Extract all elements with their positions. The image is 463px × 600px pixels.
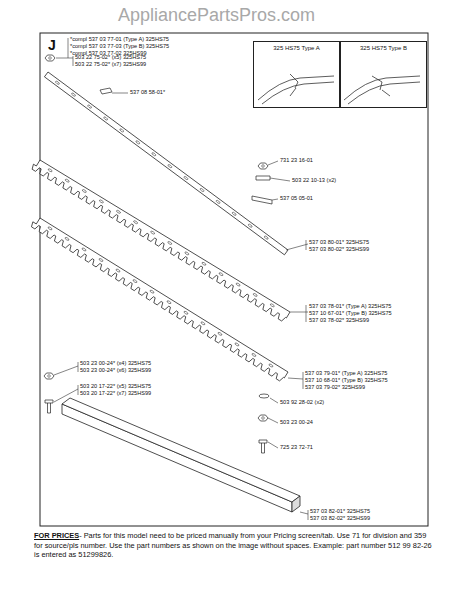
hole	[116, 269, 121, 273]
hole	[150, 231, 155, 235]
hole	[65, 237, 70, 241]
part-number: 537 08 58-01*	[130, 90, 165, 96]
hole	[71, 93, 76, 97]
hole	[133, 279, 138, 283]
nut	[45, 55, 55, 61]
spacer	[100, 88, 112, 94]
hole	[200, 188, 205, 192]
part-number: 503 92 28-02 (x2)	[280, 400, 324, 406]
nut-hole	[262, 417, 265, 420]
hole	[119, 128, 124, 132]
hole	[48, 226, 53, 230]
nut-hole	[48, 375, 51, 378]
hole	[270, 303, 275, 307]
part-number: 537 03 78-01* (Type A) 325HS75	[309, 304, 391, 310]
part-number: 503 23 00-24* (x6) 325HS99	[80, 368, 151, 374]
nut	[258, 163, 268, 169]
nut-hole	[49, 57, 52, 60]
hole	[167, 241, 172, 245]
hole	[184, 251, 189, 255]
part-number: 725 23 72-71	[280, 445, 313, 451]
part-number: 537 03 80-01* 325HS75	[309, 240, 369, 246]
hole	[184, 311, 189, 315]
screw	[259, 440, 267, 453]
hole	[167, 300, 172, 304]
hole	[248, 224, 253, 228]
part-number: 537 05 05-01	[280, 196, 313, 202]
part-number: 537 10 68-01* (Type B) 325HS75	[305, 378, 388, 384]
section-letter: J	[48, 38, 56, 52]
part-number: 503 23 00-24	[280, 420, 313, 426]
plate	[252, 196, 272, 204]
part-number: 537 03 78-02* 325HS99	[309, 318, 369, 324]
hole	[253, 293, 258, 297]
hole	[219, 272, 224, 276]
part-number: 537 03 82-02* 325HS99	[310, 516, 370, 522]
leader-lines	[54, 38, 308, 520]
hole	[151, 152, 156, 156]
hole	[201, 321, 206, 325]
part-number: 731 23 16-01	[280, 158, 313, 164]
hole	[236, 283, 241, 287]
nut	[258, 415, 268, 421]
guard-bar-end	[292, 496, 300, 512]
hole	[202, 262, 207, 266]
hole	[65, 179, 70, 183]
inset-panel: 325 HS75 Type B	[340, 41, 427, 108]
nut	[44, 373, 54, 379]
blade	[44, 72, 288, 255]
guard-bar	[62, 404, 292, 512]
blade	[31, 218, 288, 381]
hole	[168, 164, 173, 168]
panel-title: 325 HS75 Type A	[254, 45, 339, 51]
hole	[232, 212, 237, 216]
parts	[31, 55, 300, 512]
part-number: 503 22 75-02* (x5) 325HS75	[75, 55, 146, 61]
hole	[103, 116, 108, 120]
nut-hole	[262, 165, 265, 168]
inset-sketch	[258, 74, 420, 104]
part-number: 503 20 17-22* (x7) 325HS99	[80, 391, 151, 397]
hole	[116, 210, 121, 214]
price-note: FOR PRICES- Parts for this model need to…	[34, 531, 434, 560]
hole	[99, 258, 104, 262]
part-number: 537 03 79-02* 325HS99	[305, 385, 365, 391]
hole	[87, 104, 92, 108]
panel-title: 325 HS75 Type B	[341, 45, 426, 51]
hole	[252, 353, 257, 357]
hole	[82, 189, 87, 193]
part-number: 537 03 82-01* 325HS75	[310, 509, 370, 515]
inset-panel: 325 HS75 Type A	[253, 41, 340, 108]
watermark: AppliancePartsPros.com	[118, 6, 315, 24]
hole	[218, 332, 223, 336]
part-number: *compl 537 03 77-01 (Type A) 325HS75	[70, 37, 169, 43]
hole	[269, 364, 274, 368]
hole	[150, 290, 155, 294]
hole	[55, 81, 60, 85]
part-number: 537 10 67-01* (Type B) 325HS75	[309, 311, 392, 317]
part-number: 537 03 79-01* (Type A) 325HS75	[305, 371, 387, 377]
washer	[256, 176, 270, 180]
part-number: 503 22 75-02* (x7) 325HS99	[75, 62, 146, 68]
hole	[99, 199, 104, 203]
part-number: 503 22 10-13 (x2)	[292, 178, 336, 184]
washer	[259, 394, 269, 398]
hole	[82, 247, 87, 251]
hole	[216, 200, 221, 204]
part-number: 503 20 17-22* (x5) 325HS75	[80, 384, 151, 390]
part-number: 537 03 80-02* 325HS99	[309, 247, 369, 253]
guard-bar-top	[62, 398, 300, 502]
screw	[45, 400, 53, 413]
part-number: 503 23 00-24* (x4) 325HS75	[80, 361, 151, 367]
hole	[133, 220, 138, 224]
hole	[264, 236, 269, 240]
note-text: - Parts for this model need to be priced…	[34, 531, 432, 559]
hole	[135, 140, 140, 144]
hole	[48, 168, 53, 172]
part-number: *compl 537 03 77-03 (Type B) 325HS75	[70, 44, 169, 50]
hole	[184, 176, 189, 180]
hole	[235, 342, 240, 346]
note-heading: FOR PRICES	[34, 531, 79, 540]
